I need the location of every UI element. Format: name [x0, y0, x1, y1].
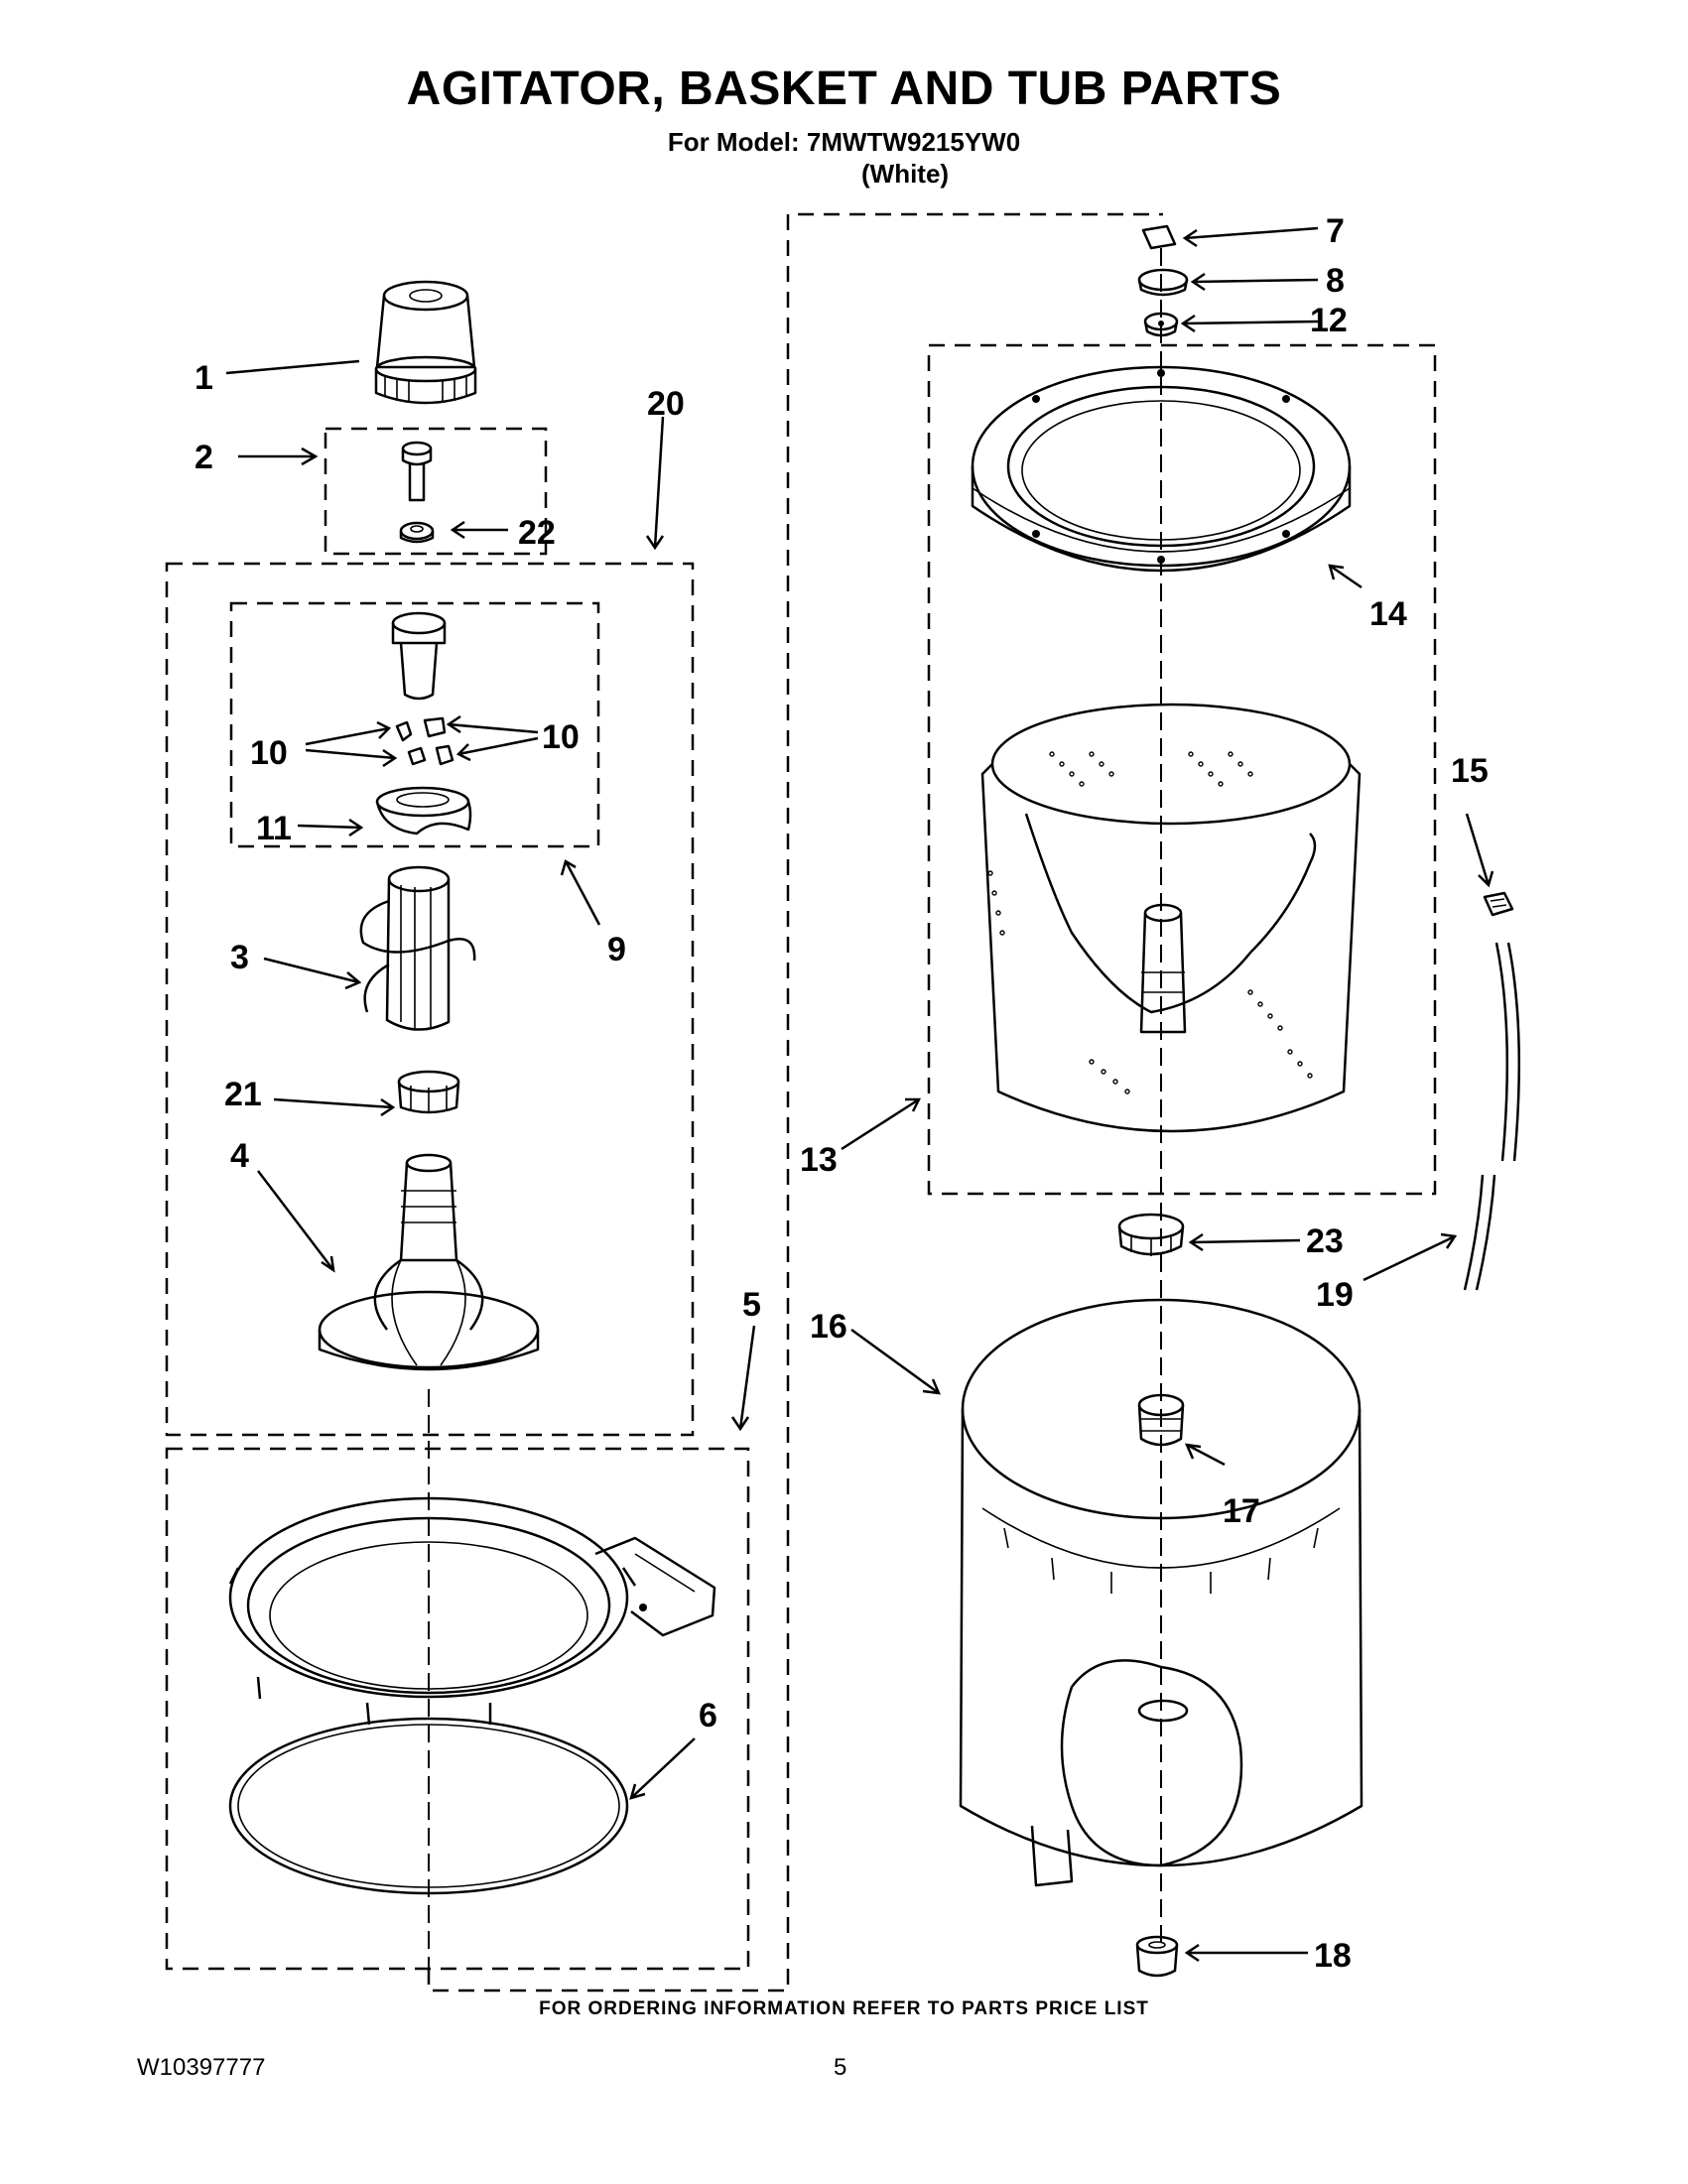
box-part-13-14: [927, 343, 1437, 1196]
callout-23: 23: [1306, 1222, 1344, 1260]
box-part-2-22: [324, 427, 548, 556]
callout-20: 20: [647, 385, 685, 423]
callout-6: 6: [699, 1697, 717, 1734]
part-15-clip: [1483, 891, 1514, 917]
callout-3: 3: [230, 939, 249, 976]
callout-2: 2: [195, 439, 213, 476]
page-number: 5: [834, 2054, 847, 2081]
page-title: AGITATOR, BASKET AND TUB PARTS: [406, 63, 1282, 115]
callout-10-right: 10: [542, 718, 580, 756]
part-13-spin-basket: [980, 703, 1362, 1133]
part-5-tub-ring: [228, 1496, 716, 1726]
part-9-dogs-assembly: [375, 611, 472, 835]
part-1-agitator-cap: [374, 280, 477, 405]
part-2-bolt: [401, 441, 433, 502]
part-17-bushing: [1137, 1393, 1185, 1447]
ordering-note: FOR ORDERING INFORMATION REFER TO PARTS …: [539, 1998, 1149, 2019]
part-6-tub-seal: [228, 1717, 629, 1895]
basket-perforations: [987, 751, 1313, 1094]
callout-8: 8: [1326, 262, 1345, 300]
callout-17: 17: [1223, 1492, 1260, 1530]
callout-9: 9: [607, 931, 626, 968]
leader-lines: [225, 226, 1494, 1963]
callout-7: 7: [1326, 212, 1345, 250]
callout-18: 18: [1314, 1937, 1352, 1975]
part-23-clamp: [1117, 1213, 1185, 1256]
callout-1: 1: [195, 359, 213, 397]
box-part-9: [229, 601, 600, 848]
part-16-outer-tub: [959, 1298, 1363, 1887]
callout-10-left: 10: [250, 734, 288, 772]
callout-13: 13: [800, 1141, 838, 1179]
callout-12: 12: [1310, 302, 1348, 339]
callout-19: 19: [1316, 1276, 1354, 1314]
callout-21: 21: [224, 1076, 262, 1113]
box-part-20: [165, 562, 695, 1437]
part-22-washer: [399, 521, 435, 544]
document-number: W10397777: [137, 2054, 266, 2081]
model-number: For Model: 7MWTW9215YW0: [667, 127, 1021, 157]
box-part-5: [165, 1447, 750, 1971]
part-3-auger: [359, 865, 476, 1031]
part-12-nut: [1143, 312, 1179, 337]
model-color: (White): [861, 159, 950, 189]
part-21-coupler: [397, 1070, 460, 1114]
part-7-nut-cap: [1141, 224, 1177, 250]
part-18-plug: [1135, 1935, 1179, 1978]
callout-5: 5: [742, 1286, 761, 1324]
part-19-tube: [1463, 942, 1521, 1291]
callout-15: 15: [1451, 752, 1489, 790]
part-8-retainer: [1137, 268, 1189, 297]
part-14-balance-ring: [971, 365, 1352, 573]
callout-22: 22: [518, 514, 556, 552]
callout-4: 4: [230, 1137, 249, 1175]
callout-11: 11: [256, 810, 292, 847]
callout-16: 16: [810, 1308, 847, 1346]
part-4-agitator-base: [318, 1153, 540, 1371]
connector-line: [427, 212, 1163, 1992]
callout-14: 14: [1369, 595, 1407, 633]
